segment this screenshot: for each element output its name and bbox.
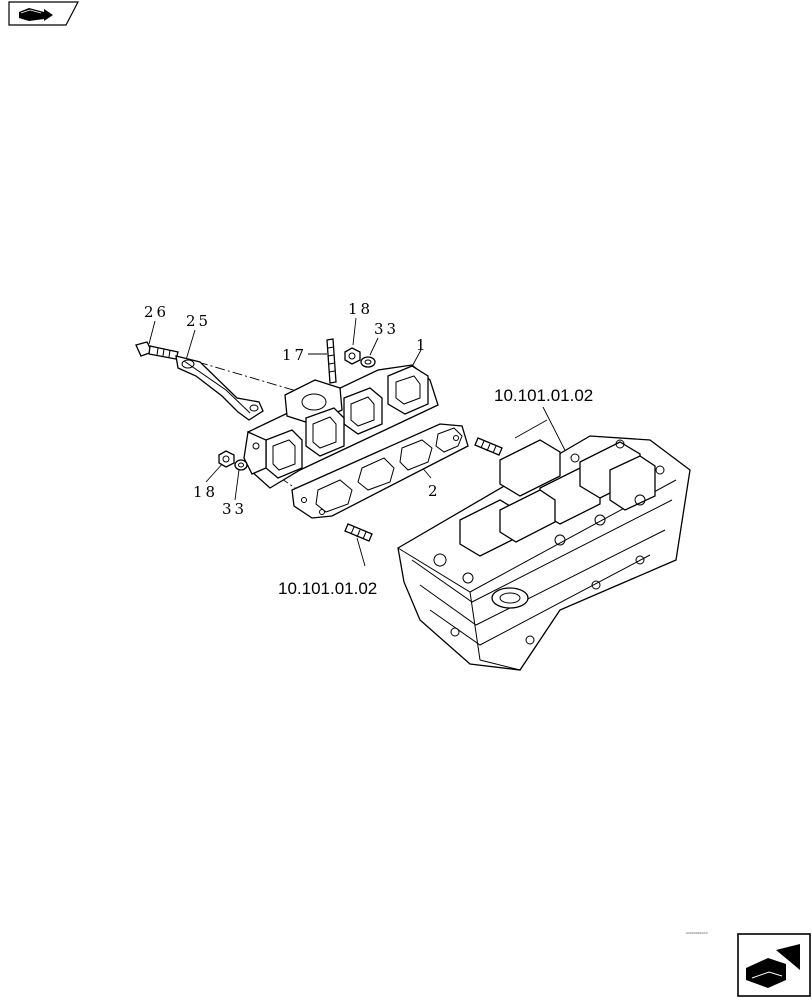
callout-26: 26 [144, 303, 169, 321]
callout-17: 17 [282, 346, 307, 364]
nut-18-top [344, 347, 361, 365]
footer-code: ACP0009XXA3 [686, 931, 708, 935]
bracket-25 [175, 355, 264, 421]
exhaust-manifold-1 [243, 364, 439, 489]
washer-33-left [234, 459, 248, 471]
reference-label-lower[interactable]: 10.101.01.02 [278, 579, 377, 598]
cylinder-head [397, 435, 691, 671]
bolt-26 [135, 341, 179, 360]
nut-18-left [218, 450, 235, 468]
callout-1: 1 [416, 336, 429, 354]
book-arrow-icon[interactable] [8, 1, 79, 26]
reference-label-upper[interactable]: 10.101.01.02 [494, 386, 593, 405]
washer-33-top [360, 356, 376, 368]
stud-lower [344, 523, 373, 542]
callout-18-left: 18 [193, 483, 218, 501]
stud-upper [474, 437, 503, 456]
callout-18-top: 18 [348, 300, 373, 318]
callout-2: 2 [428, 482, 441, 500]
callout-25: 25 [186, 312, 211, 330]
next-page-arrow-icon[interactable] [737, 933, 811, 997]
callout-33-left: 33 [222, 500, 247, 518]
stud-17 [326, 338, 337, 384]
callout-33-top: 33 [374, 320, 399, 338]
gasket-2 [291, 423, 469, 519]
